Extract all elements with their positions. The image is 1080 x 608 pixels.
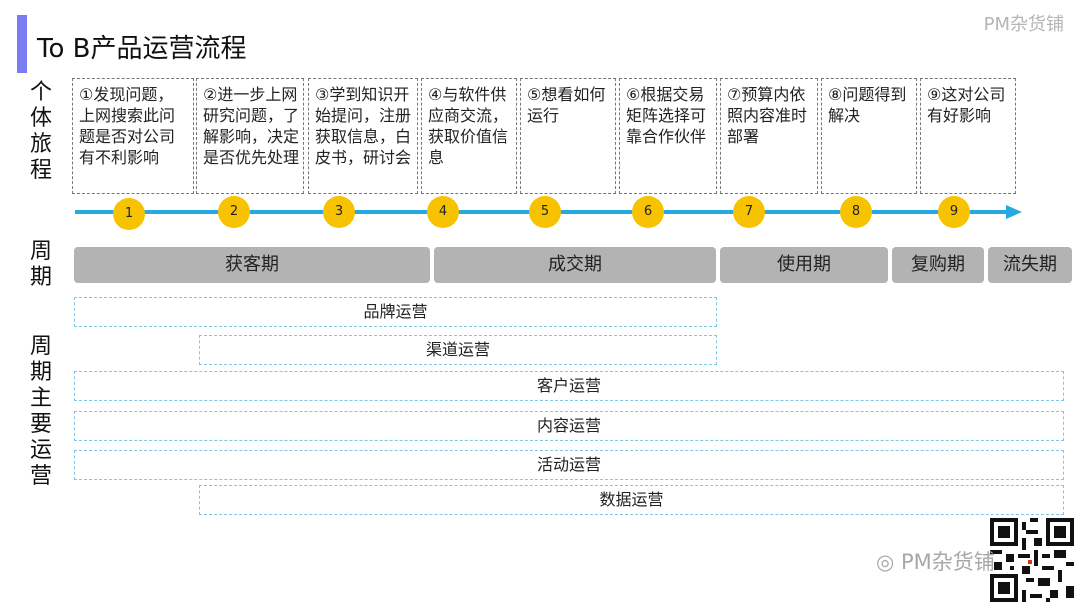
ops-data: 数据运营 bbox=[199, 485, 1064, 515]
step-dot-9: 9 bbox=[938, 196, 970, 228]
journey-label-char: 旅 bbox=[29, 132, 52, 157]
step-dot-2: 2 bbox=[218, 196, 250, 228]
brand-label: PM杂货铺 bbox=[983, 14, 1064, 35]
phase-churn: 流失期 bbox=[988, 247, 1072, 283]
journey-step-5: ⑤想看如何运行 bbox=[520, 78, 616, 194]
wechat-icon: ◎ bbox=[876, 550, 895, 574]
ops-activity: 活动运营 bbox=[74, 450, 1064, 480]
cycle-label-char: 周 bbox=[29, 239, 52, 264]
phase-repurchase: 复购期 bbox=[892, 247, 984, 283]
ops-label-char: 运 bbox=[29, 438, 52, 463]
phase-usage: 使用期 bbox=[720, 247, 888, 283]
journey-step-9: ⑨这对公司有好影响 bbox=[920, 78, 1016, 194]
timeline-arrow-head bbox=[1006, 205, 1022, 219]
cycle-label: 周 期 bbox=[28, 239, 54, 291]
step-dot-8: 8 bbox=[840, 196, 872, 228]
journey-step-2: ②进一步上网研究问题，了解影响，决定是否优先处理 bbox=[196, 78, 304, 194]
ops-label-char: 期 bbox=[29, 360, 52, 385]
journey-step-1: ①发现问题，上网搜索此问题是否对公司有不利影响 bbox=[72, 78, 194, 194]
journey-label: 个 体 旅 程 bbox=[28, 80, 54, 184]
ops-label-char: 主 bbox=[29, 386, 52, 411]
phase-acquisition: 获客期 bbox=[74, 247, 430, 283]
ops-brand: 品牌运营 bbox=[74, 297, 717, 327]
watermark-text: PM杂货铺 bbox=[901, 550, 995, 574]
step-dot-7: 7 bbox=[733, 196, 765, 228]
cycle-label-char: 期 bbox=[29, 265, 52, 290]
ops-label-char: 营 bbox=[29, 464, 52, 489]
journey-step-8: ⑧问题得到解决 bbox=[821, 78, 917, 194]
journey-step-7: ⑦预算内依照内容准时部署 bbox=[720, 78, 818, 194]
ops-customer: 客户运营 bbox=[74, 371, 1064, 401]
watermark: ◎ PM杂货铺 bbox=[876, 546, 995, 576]
page-title: To B产品运营流程 bbox=[37, 34, 247, 64]
journey-step-6: ⑥根据交易矩阵选择可靠合作伙伴 bbox=[619, 78, 717, 194]
journey-label-char: 个 bbox=[29, 80, 52, 105]
ops-label: 周 期 主 要 运 营 bbox=[28, 334, 54, 490]
step-dot-1: 1 bbox=[113, 198, 145, 230]
journey-step-3: ③学到知识开始提问，注册获取信息，白皮书，研讨会 bbox=[308, 78, 418, 194]
step-dot-4: 4 bbox=[427, 196, 459, 228]
ops-content: 内容运营 bbox=[74, 411, 1064, 441]
ops-channel: 渠道运营 bbox=[199, 335, 717, 365]
journey-step-4: ④与软件供应商交流，获取价值信息 bbox=[421, 78, 517, 194]
phase-deal: 成交期 bbox=[434, 247, 716, 283]
qr-code-icon bbox=[990, 518, 1074, 602]
journey-label-char: 程 bbox=[29, 158, 52, 183]
ops-label-char: 周 bbox=[29, 334, 52, 359]
step-dot-5: 5 bbox=[529, 196, 561, 228]
title-accent-bar bbox=[17, 15, 27, 73]
ops-label-char: 要 bbox=[29, 412, 52, 437]
step-dot-6: 6 bbox=[632, 196, 664, 228]
journey-label-char: 体 bbox=[29, 106, 52, 131]
step-dot-3: 3 bbox=[323, 196, 355, 228]
